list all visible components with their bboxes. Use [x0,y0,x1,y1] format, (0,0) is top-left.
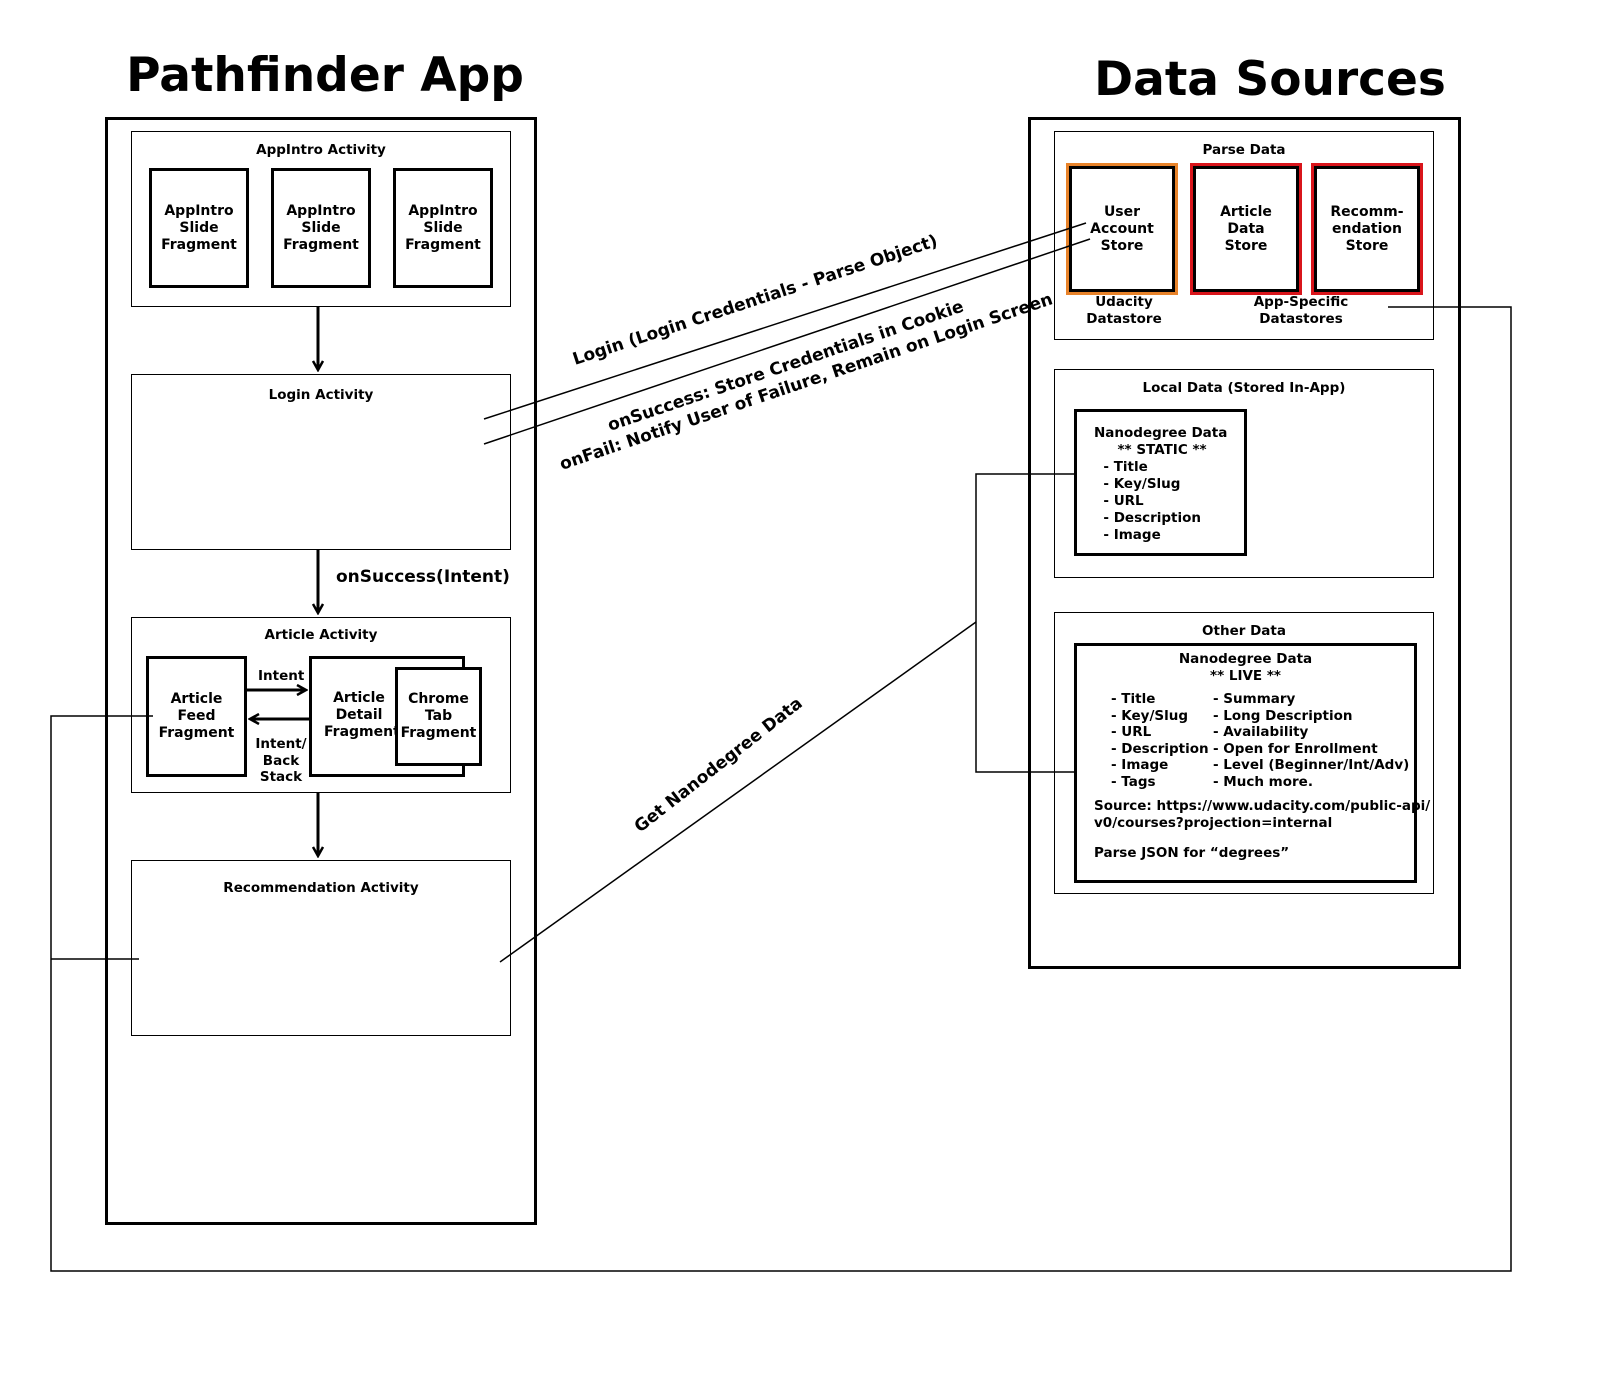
article-feed-fragment: Article Feed Fragment [146,656,247,777]
article-data-store-label: Article Data Store [1220,203,1272,254]
article-detail-label: Article Detail Fragment [324,690,400,740]
intent-label: Intent [258,668,305,684]
article-data-store: Article Data Store [1193,166,1299,292]
app-title: Pathfinder App [126,48,524,103]
on-success-intent-label: onSuccess(Intent) [336,567,510,587]
live-nanodegree-card: Nanodegree Data ** LIVE ** - Title - Key… [1074,643,1430,883]
nanodegree-bracket [975,473,1074,773]
login-request-line [483,222,1087,420]
login-activity: Login Activity [131,374,511,550]
sources-title: Data Sources [1094,52,1446,107]
article-feed-label: Article Feed Fragment [158,691,235,741]
get-nanodegree-line [499,621,977,963]
recommendation-store-label: Recomm- endation Store [1330,203,1404,254]
static-nanodegree-content: Nanodegree Data ** STATIC ** - Title - K… [1094,425,1228,543]
parse-data-title: Parse Data [1202,142,1286,158]
other-data-title: Other Data [1202,623,1286,639]
api-source-text: Source: https://www.udacity.com/public-a… [1094,798,1431,831]
user-account-store: User Account Store [1069,166,1175,292]
appintro-activity-title: AppIntro Activity [256,142,386,158]
local-data-title: Local Data (Stored In-App) [1142,380,1346,396]
recommendation-activity-title: Recommendation Activity [223,880,419,896]
chrome-tab-fragment: Chrome Tab Fragment [395,667,482,766]
outer-loop-connector [50,306,1512,1272]
live-nanodegree-heading: Nanodegree Data ** LIVE ** [1178,651,1313,684]
appintro-slide-label-2: AppIntro Slide Fragment [283,202,359,253]
live-fields-column-2: - Summary - Long Description - Availabil… [1213,691,1410,790]
get-nanodegree-edge-label: Get Nanodegree Data [631,693,807,836]
parse-json-note: Parse JSON for “degrees” [1094,845,1290,861]
login-activity-title: Login Activity [268,387,374,403]
appintro-slide-fragment-1: AppIntro Slide Fragment [149,168,249,288]
live-fields-column-1: - Title - Key/Slug - URL - Description -… [1111,691,1209,790]
appintro-slide-fragment-2: AppIntro Slide Fragment [271,168,371,288]
udacity-datastore-label: Udacity Datastore [1086,294,1162,327]
chrome-tab-label: Chrome Tab Fragment [400,691,477,741]
app-specific-datastores-label: App-Specific Datastores [1253,294,1349,327]
back-stack-label: Intent/ Back Stack [255,736,307,785]
user-account-store-label: User Account Store [1090,203,1154,254]
recommendation-activity: Recommendation Activity [131,860,511,1036]
recommendation-store: Recomm- endation Store [1314,166,1420,292]
appintro-slide-fragment-3: AppIntro Slide Fragment [393,168,493,288]
app-panel [105,117,537,1225]
appintro-slide-label-1: AppIntro Slide Fragment [161,202,237,253]
sources-panel [1028,117,1461,969]
on-fail-edge-label: onFail: Notify User of Failure, Remain o… [557,289,1055,474]
static-nanodegree-card: Nanodegree Data ** STATIC ** - Title - K… [1074,409,1247,556]
appintro-slide-label-3: AppIntro Slide Fragment [405,202,481,253]
on-success-edge-label: onSuccess: Store Credentials in Cookie [605,297,966,436]
login-response-line [483,238,1091,445]
article-activity-title: Article Activity [264,627,378,643]
